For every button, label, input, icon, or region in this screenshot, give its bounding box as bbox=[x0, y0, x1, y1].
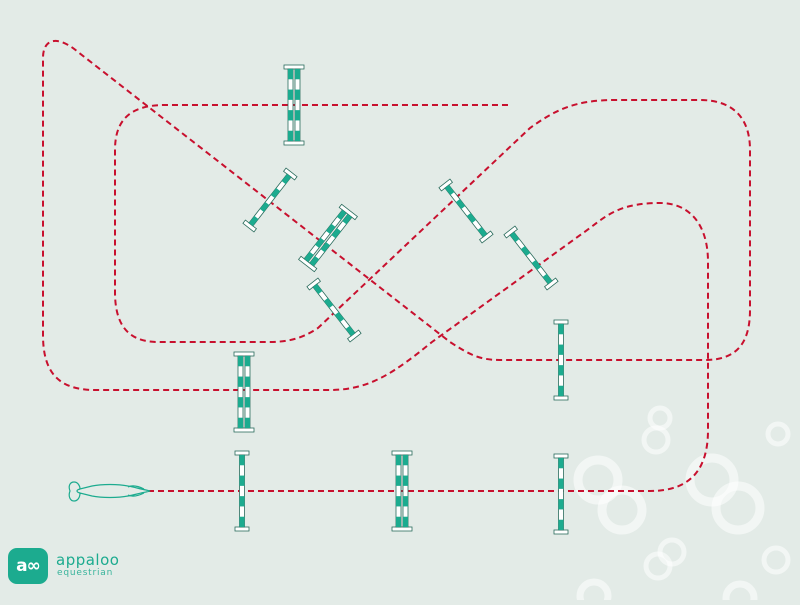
brand-logo: a∞ appaloo equestrian bbox=[8, 548, 158, 588]
brand-name: appaloo bbox=[56, 551, 120, 569]
route-approach bbox=[42, 40, 751, 492]
brand-tagline: equestrian bbox=[57, 568, 114, 578]
fence-5 bbox=[438, 178, 494, 244]
fence-4 bbox=[306, 277, 362, 343]
logo-badge: a∞ bbox=[8, 548, 48, 584]
fence-1 bbox=[283, 64, 305, 146]
fence-2 bbox=[242, 167, 298, 233]
logo-mark: a∞ bbox=[16, 556, 41, 576]
fences-layer bbox=[233, 64, 569, 535]
fence-8 bbox=[233, 351, 255, 433]
fence-3 bbox=[298, 203, 358, 273]
fence-11 bbox=[553, 453, 569, 535]
watermark-rings bbox=[573, 405, 791, 605]
course-route bbox=[42, 40, 751, 492]
fence-9 bbox=[234, 450, 250, 532]
fence-6 bbox=[503, 225, 559, 291]
horse-top-view-icon bbox=[68, 481, 151, 502]
fence-7 bbox=[553, 319, 569, 401]
fence-10 bbox=[391, 450, 413, 532]
